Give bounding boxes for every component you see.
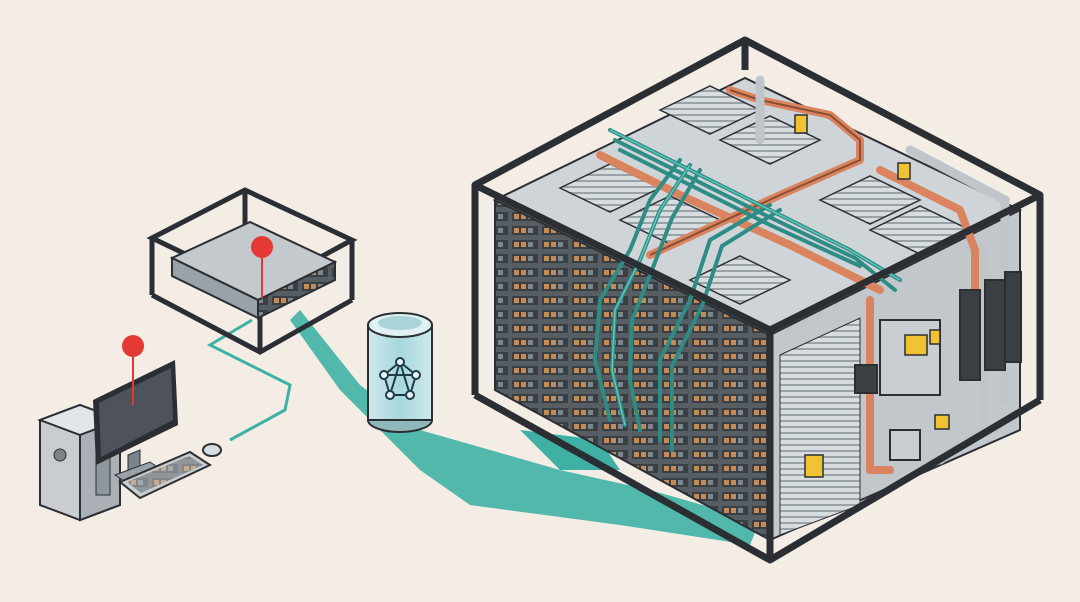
marker-server xyxy=(251,236,273,258)
marker-desktop xyxy=(122,335,144,357)
datacenter-rack-cube xyxy=(471,36,1044,564)
small-server-box xyxy=(146,187,358,355)
desktop-computer xyxy=(37,335,222,522)
neural-network-icon xyxy=(379,357,421,400)
mouse-icon xyxy=(202,443,222,457)
ai-model-canister xyxy=(367,312,433,433)
desktop-cable xyxy=(206,318,292,442)
warning-icon xyxy=(794,114,950,478)
